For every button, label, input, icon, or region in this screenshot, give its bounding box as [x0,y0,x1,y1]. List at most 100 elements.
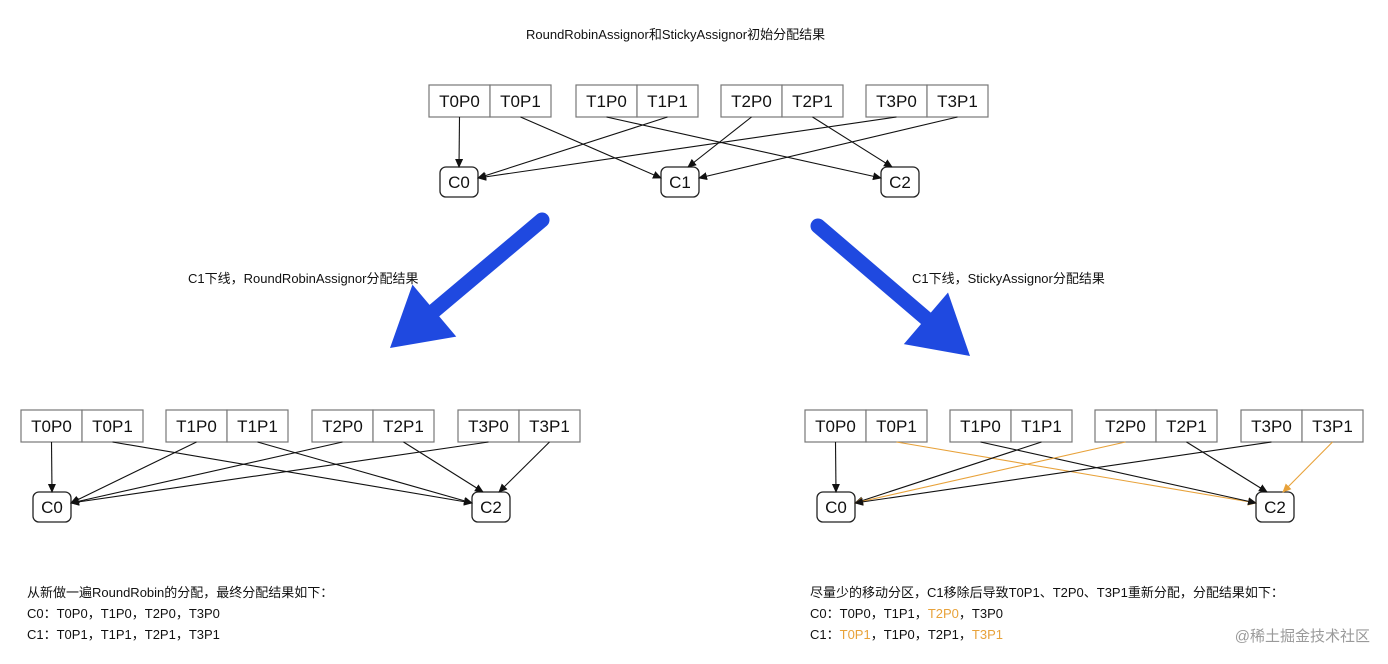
partition-t1p1: T1P1 [1010,409,1073,443]
partition-cell [489,84,552,118]
partition-cell [372,409,435,443]
notes-partition-t2p1: T2P1 [927,627,959,642]
partition-t2p0: T2P0 [720,84,783,118]
edge-t0p1-to-c1 [520,116,662,179]
partition-label: T3P0 [876,92,917,111]
partition-label: T0P1 [500,92,541,111]
consumer-c0: C0 [816,491,856,523]
edge-t1p1-to-c0 [477,116,668,180]
roundrobin-notes-c0: C0：T0P0，T1P0，T2P0，T3P0 [27,606,220,621]
edge-t0p0-to-c0 [831,441,840,493]
notes-prefix: C1： [810,627,840,642]
edge-t1p0-to-c0 [70,441,197,504]
edge-t3p0-to-c0 [70,441,489,506]
roundrobin-notes: 从新做一遍RoundRobin的分配，最终分配结果如下： C0：T0P0，T1P… [27,582,333,645]
partition-label: T1P1 [1021,417,1062,436]
notes-separator: ， [958,606,972,621]
arrow-to-roundrobin [390,212,550,348]
edge-t1p0-to-c2 [980,441,1257,506]
notes-partition-t3p0: T3P0 [971,606,1003,621]
edge-t0p0-to-c0 [455,116,464,168]
partition-cell [1010,409,1073,443]
edge-t1p1-to-c0 [854,441,1042,505]
partition-t2p1: T2P1 [781,84,844,118]
partition-label: T3P0 [1251,417,1292,436]
consumer-c2: C2 [471,491,511,523]
partition-t0p1: T0P1 [81,409,144,443]
partition-t1p0: T1P0 [165,409,228,443]
notes-partition-t3p1: T3P1 [971,627,1003,642]
partition-label: T2P0 [322,417,363,436]
arrow-shaft [426,212,550,319]
partition-cell [636,84,699,118]
partition-label: T0P1 [876,417,917,436]
partition-cell [518,409,581,443]
partition-cell [428,84,491,118]
consumer-label: C2 [889,173,911,192]
partition-label: T2P1 [1166,417,1207,436]
partition-t3p0: T3P0 [457,409,520,443]
partition-t0p1: T0P1 [489,84,552,118]
consumer-label: C0 [41,498,63,517]
partition-cell [226,409,289,443]
partition-t1p0: T1P0 [949,409,1012,443]
consumer-c0: C0 [439,166,479,198]
partition-t3p1: T3P1 [518,409,581,443]
partition-label: T3P0 [468,417,509,436]
partition-cell [20,409,83,443]
partition-t0p0: T0P0 [20,409,83,443]
partition-cell [457,409,520,443]
notes-partition-t0p1: T0P1 [839,627,871,642]
edge-t0p1-to-c2 [112,441,473,506]
edge-t2p0-to-c1 [687,116,752,168]
partition-cell [1240,409,1303,443]
partition-label: T3P1 [1312,417,1353,436]
sticky-notes: 尽量少的移动分区，C1移除后导致T0P1、T2P0、T3P1重新分配，分配结果如… [810,582,1284,645]
partition-label: T2P0 [1105,417,1146,436]
partition-label: T3P1 [937,92,978,111]
partition-t2p1: T2P1 [1155,409,1218,443]
roundrobin-caption: C1下线，RoundRobinAssignor分配结果 [188,271,419,286]
partition-label: T0P1 [92,417,133,436]
edge-t0p1-to-c2 [896,441,1257,506]
partition-t1p1: T1P1 [636,84,699,118]
partition-cell [165,409,228,443]
partition-label: T2P1 [792,92,833,111]
partition-cell [781,84,844,118]
notes-separator: ， [958,627,972,642]
consumer-label: C2 [480,498,502,517]
partition-label: T1P1 [237,417,278,436]
edge-t3p1-to-c2 [498,441,550,493]
edge-t1p1-to-c2 [257,441,473,505]
notes-partition-t1p0: T1P0 [883,627,915,642]
consumer-c1: C1 [660,166,700,198]
notes-partition-t1p1: T1P1 [883,606,915,621]
edge-t2p0-to-c0 [854,441,1126,506]
partition-label: T1P0 [586,92,627,111]
partition-t0p1: T0P1 [865,409,928,443]
assignment-edges [455,116,958,181]
watermark: @稀土掘金技术社区 [1234,628,1370,645]
roundrobin-notes-c1: C1：T0P1，T1P1，T2P1，T3P1 [27,627,220,642]
sticky-notes-intro: 尽量少的移动分区，C1移除后导致T0P1、T2P0、T3P1重新分配，分配结果如… [810,585,1284,600]
arrow-shaft [810,218,934,326]
sticky-notes-c1: C1：T0P1，T1P0，T2P1，T3P1 [810,624,1284,645]
consumer-label: C0 [448,173,470,192]
consumer-node [880,166,920,198]
diagram-title: RoundRobinAssignor和StickyAssignor初始分配结果 [526,27,826,42]
assignment-edges [831,441,1333,506]
partition-t1p1: T1P1 [226,409,289,443]
consumer-label: C1 [669,173,691,192]
sticky-caption: C1下线，StickyAssignor分配结果 [912,271,1105,286]
partition-label: T1P1 [647,92,688,111]
partition-cell [949,409,1012,443]
edge-t0p0-to-c0 [47,441,56,493]
consumer-c2: C2 [880,166,920,198]
edge-t1p0-to-c2 [606,116,882,181]
partition-t0p0: T0P0 [428,84,491,118]
edge-t3p1-to-c1 [698,116,958,181]
